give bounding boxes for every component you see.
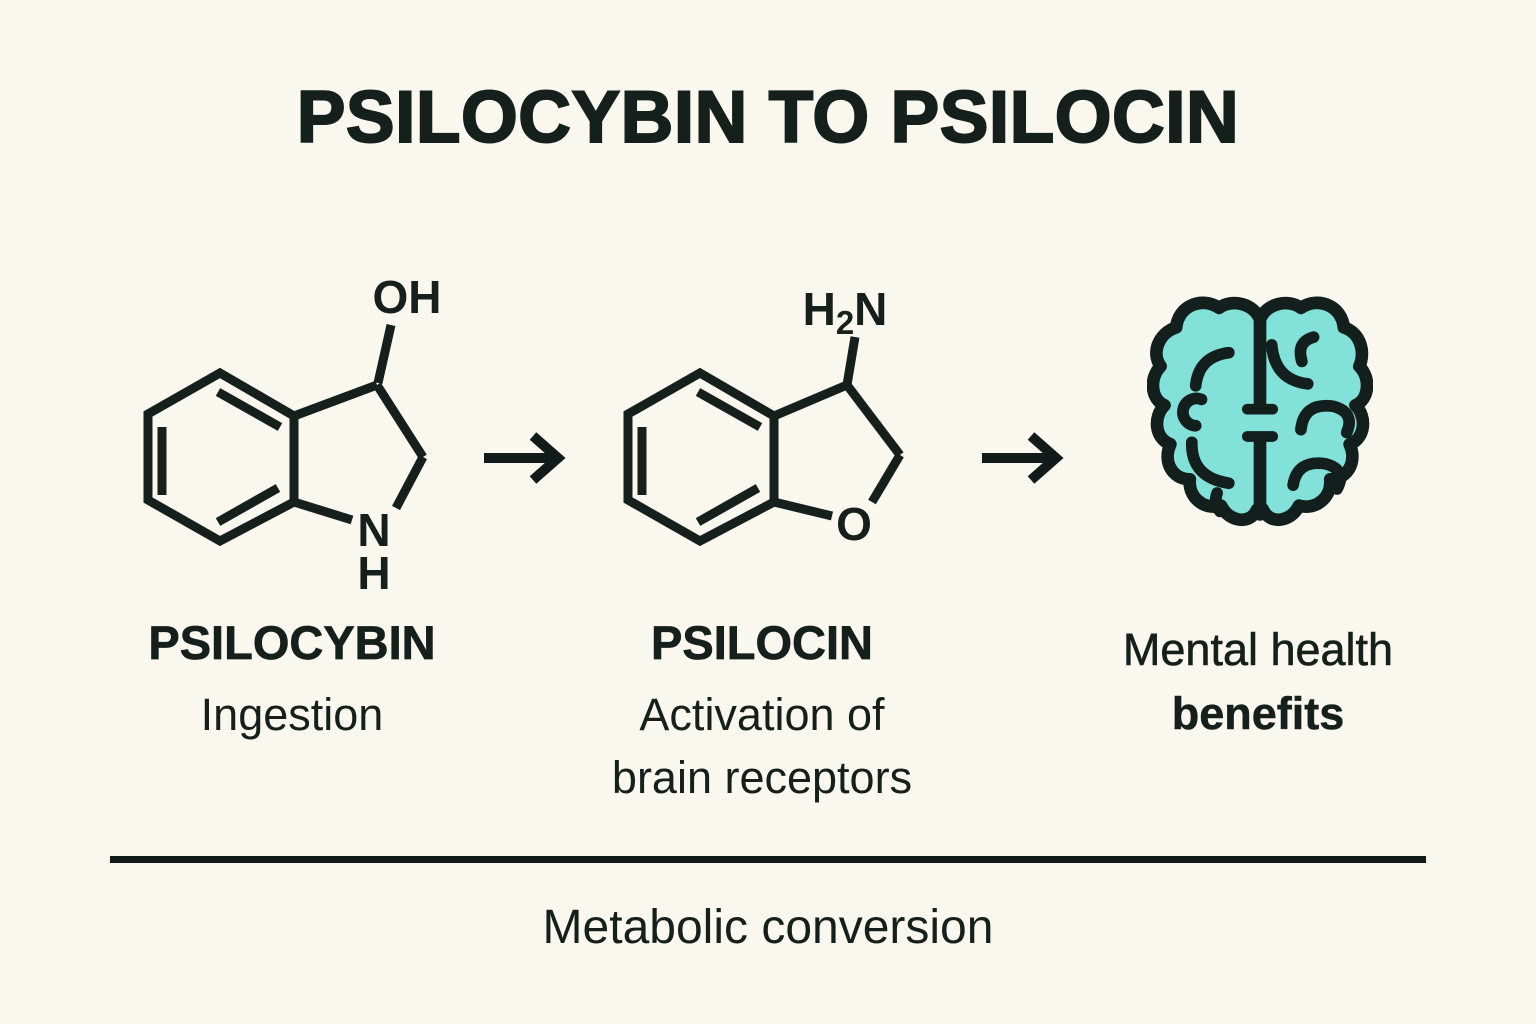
brain-fold	[1294, 331, 1320, 368]
brain-icon	[1147, 296, 1373, 526]
double-bond	[215, 388, 283, 431]
double-bond	[695, 484, 761, 526]
ring-bond	[373, 382, 427, 460]
brain-fold	[1177, 392, 1208, 432]
step-psilocybin-labels: PSILOCYBIN Ingestion	[82, 616, 502, 746]
nh-hydrogen-label: H	[357, 547, 390, 599]
ring-nitrogen-label: N	[357, 504, 390, 556]
amine-n: N	[854, 283, 887, 335]
compound-name: PSILOCIN	[651, 616, 874, 669]
brain-fold	[1287, 457, 1347, 495]
amine-label: H2N	[803, 283, 888, 341]
double-bond	[215, 484, 281, 526]
psilocin-structure-icon: H2N O	[623, 283, 904, 550]
ring-bond	[868, 452, 904, 505]
ring-oxygen-label: O	[836, 498, 872, 550]
arrow-head	[529, 432, 566, 484]
benefit-label-line: benefits	[1171, 688, 1345, 740]
step-caption-line: Ingestion	[200, 689, 384, 740]
footer-label: Metabolic conversion	[542, 901, 994, 954]
ring-bond	[772, 497, 834, 521]
hydroxyl-label: OH	[373, 271, 442, 323]
ring-bond	[843, 382, 904, 458]
brain-fold	[1265, 339, 1314, 390]
compound-name: PSILOCYBIN	[148, 616, 436, 669]
double-bond	[695, 388, 763, 431]
ring-bond	[392, 454, 427, 511]
amine-bond	[842, 336, 860, 386]
ring-bond	[292, 497, 354, 525]
right-arrow-icon	[982, 432, 1064, 484]
footer-divider	[110, 856, 1426, 863]
step-benefits-labels: Mental health benefits	[1048, 618, 1468, 747]
right-arrow-icon	[484, 432, 566, 484]
hydroxyl-bond	[373, 324, 396, 384]
psilocybin-structure-icon: OH N H	[143, 271, 442, 599]
step-caption-line: brain receptors	[611, 752, 913, 803]
amine-h: H	[803, 283, 836, 335]
benefit-label-line: Mental health	[1122, 624, 1394, 676]
step-caption-line: Activation of	[639, 689, 885, 740]
arrow-head	[1027, 432, 1064, 484]
amine-subscript: 2	[836, 304, 854, 341]
step-psilocin-labels: PSILOCIN Activation of brain receptors	[552, 616, 972, 809]
brain-fold	[1209, 487, 1226, 518]
page-title: PSILOCYBIN TO PSILOCIN	[296, 76, 1240, 159]
ring-bond	[292, 380, 379, 421]
brain-fold	[1189, 346, 1235, 392]
brain-fold	[1185, 436, 1235, 490]
ring-bond	[772, 380, 849, 421]
brain-fold	[1295, 399, 1355, 439]
